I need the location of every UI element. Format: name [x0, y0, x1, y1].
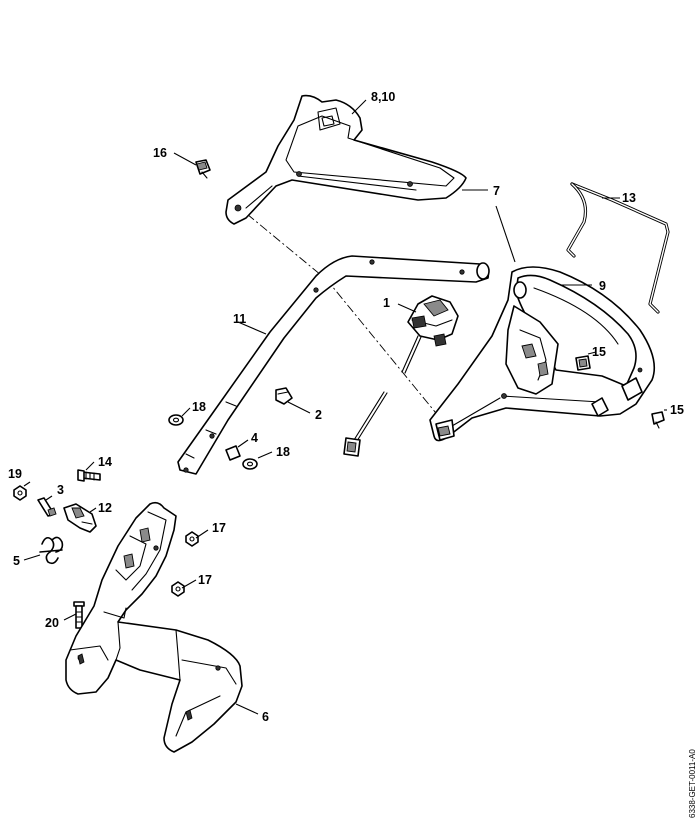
nut-17-lower-part	[171, 581, 185, 597]
callout-19: 19	[8, 467, 22, 481]
callout-15-lower: 15	[670, 403, 684, 417]
callout-16: 16	[153, 146, 167, 160]
nut-17-upper-part	[185, 531, 199, 547]
callout-7: 7	[493, 184, 500, 198]
screw-part	[195, 159, 211, 179]
clip-part	[275, 387, 293, 405]
cable-plug-part	[343, 391, 388, 457]
document-id: 6338-GET-0011-A0	[688, 749, 697, 818]
screw-15-upper-part	[575, 355, 591, 371]
callout-18-lower: 18	[276, 445, 290, 459]
control-cover-part	[225, 94, 467, 225]
callout-12: 12	[98, 501, 112, 515]
cam-lever-part	[63, 503, 97, 533]
callout-9: 9	[599, 279, 606, 293]
bolt-14-part	[77, 469, 101, 482]
callout-14: 14	[98, 455, 112, 469]
pin-part	[37, 497, 57, 517]
callout-13: 13	[622, 191, 636, 205]
nut-19-part	[13, 485, 27, 501]
screw-15-lower-part	[651, 411, 665, 429]
washer-18-lower-part	[242, 458, 258, 470]
callout-5: 5	[13, 554, 20, 568]
callout-6: 6	[262, 710, 269, 724]
switch-part	[401, 295, 459, 374]
callout-20: 20	[45, 616, 59, 630]
callout-17-lower: 17	[198, 573, 212, 587]
callout-15-upper: 15	[592, 345, 606, 359]
leader-lines	[23, 99, 667, 715]
washer-18-upper-part	[168, 414, 184, 426]
callout-18-upper: 18	[192, 400, 206, 414]
callout-17-upper: 17	[212, 521, 226, 535]
callout-3: 3	[57, 483, 64, 497]
callout-8-10: 8,10	[371, 90, 395, 104]
lower-bracket-part	[65, 501, 243, 753]
upper-handle-part	[429, 266, 656, 442]
sleeve-part	[225, 445, 241, 461]
handle-tube-part	[177, 255, 490, 475]
callout-4: 4	[251, 431, 258, 445]
callout-1: 1	[383, 296, 390, 310]
callout-2: 2	[315, 408, 322, 422]
bail-rod-part	[566, 182, 670, 314]
spring-clip-part	[39, 536, 64, 565]
callout-11: 11	[233, 312, 246, 326]
